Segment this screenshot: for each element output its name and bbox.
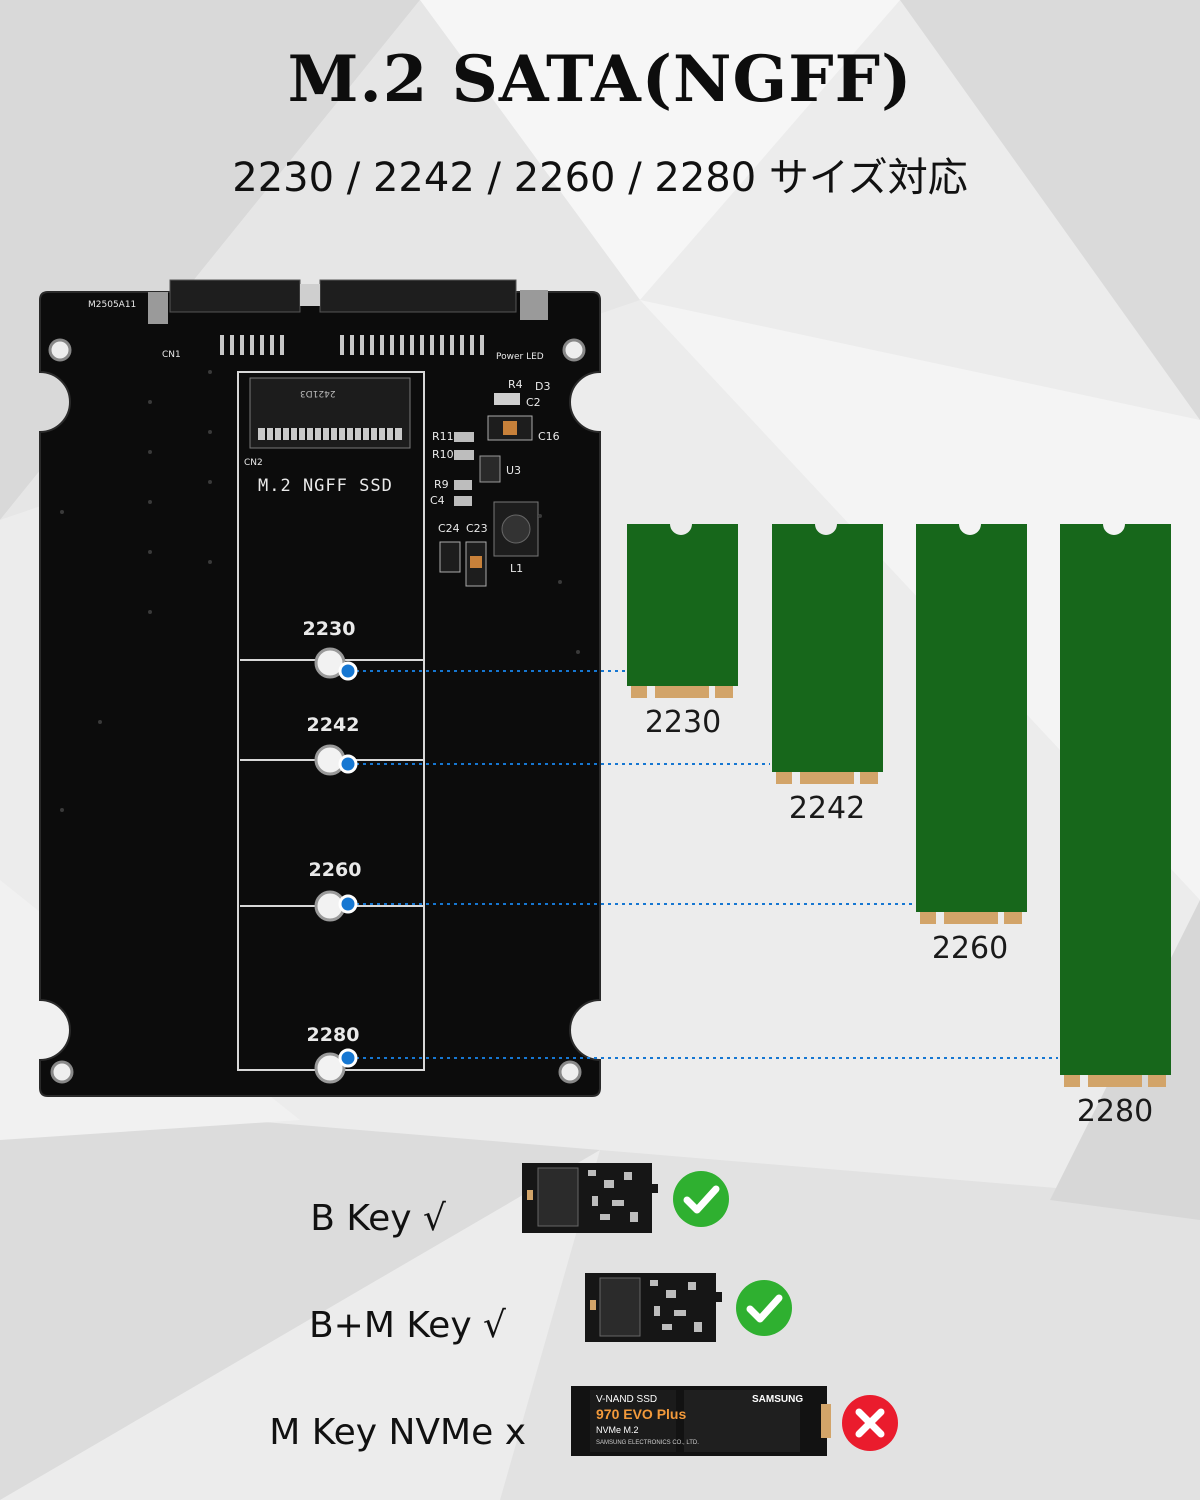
component-c23: C23 [466, 522, 488, 535]
nvme-line1: V-NAND SSD [596, 1394, 658, 1405]
nvme-form: NVMe M.2 [596, 1425, 639, 1435]
ssd-2230 [627, 524, 738, 698]
ssd-label-2230: 2230 [644, 705, 722, 740]
check-circle-icon [672, 1170, 730, 1228]
nvme-ssd-image [571, 1386, 831, 1456]
key-label-m-nvme: M Key NVMe x [269, 1412, 526, 1453]
b-key-ssd-image [522, 1163, 658, 1233]
power-led-label: Power LED [496, 352, 544, 362]
nvme-brand: SAMSUNG [752, 1394, 804, 1405]
connector-label: CN1 [162, 350, 181, 360]
key-label-b: B Key √ [310, 1198, 446, 1239]
page-title: M.2 SATA(NGFF) [287, 42, 913, 117]
component-r9: R9 [434, 478, 449, 491]
board-model: M2505A11 [88, 300, 137, 310]
slot-label-2260: 2260 [308, 859, 362, 881]
component-c2: C2 [526, 396, 541, 409]
slot-title: M.2 NGFF SSD [258, 476, 393, 496]
slot-label-2230: 2230 [302, 618, 356, 640]
component-u3: U3 [506, 464, 522, 477]
slot-label-2242: 2242 [306, 714, 360, 736]
ssd-label-2242: 2242 [788, 791, 866, 826]
component-c4: C4 [430, 494, 445, 507]
component-r4: R4 [508, 378, 523, 391]
component-r11: R11 [432, 430, 454, 443]
slot-connector-label: CN2 [244, 458, 263, 468]
ssd-label-2260: 2260 [931, 931, 1009, 966]
cross-circle-icon [841, 1394, 899, 1452]
ssd-2242 [772, 524, 883, 784]
ssd-2260 [916, 524, 1027, 924]
ssd-2280 [1060, 524, 1171, 1087]
key-label-bm: B+M Key √ [308, 1305, 506, 1346]
check-circle-icon [735, 1279, 793, 1337]
ssd-label-2280: 2280 [1076, 1094, 1154, 1129]
slot-label-2280: 2280 [306, 1024, 360, 1046]
component-r10: R10 [432, 448, 454, 461]
page-subtitle: 2230 / 2242 / 2260 / 2280 サイズ対応 [232, 155, 968, 201]
bm-key-ssd-image [585, 1273, 722, 1342]
component-c16: C16 [538, 430, 560, 443]
nvme-product: 970 EVO Plus [596, 1406, 687, 1422]
component-d3: D3 [535, 380, 551, 393]
component-c24: C24 [438, 522, 460, 535]
nvme-maker: SAMSUNG ELECTRONICS CO., LTD. [596, 1440, 699, 1446]
component-l1: L1 [510, 562, 524, 575]
